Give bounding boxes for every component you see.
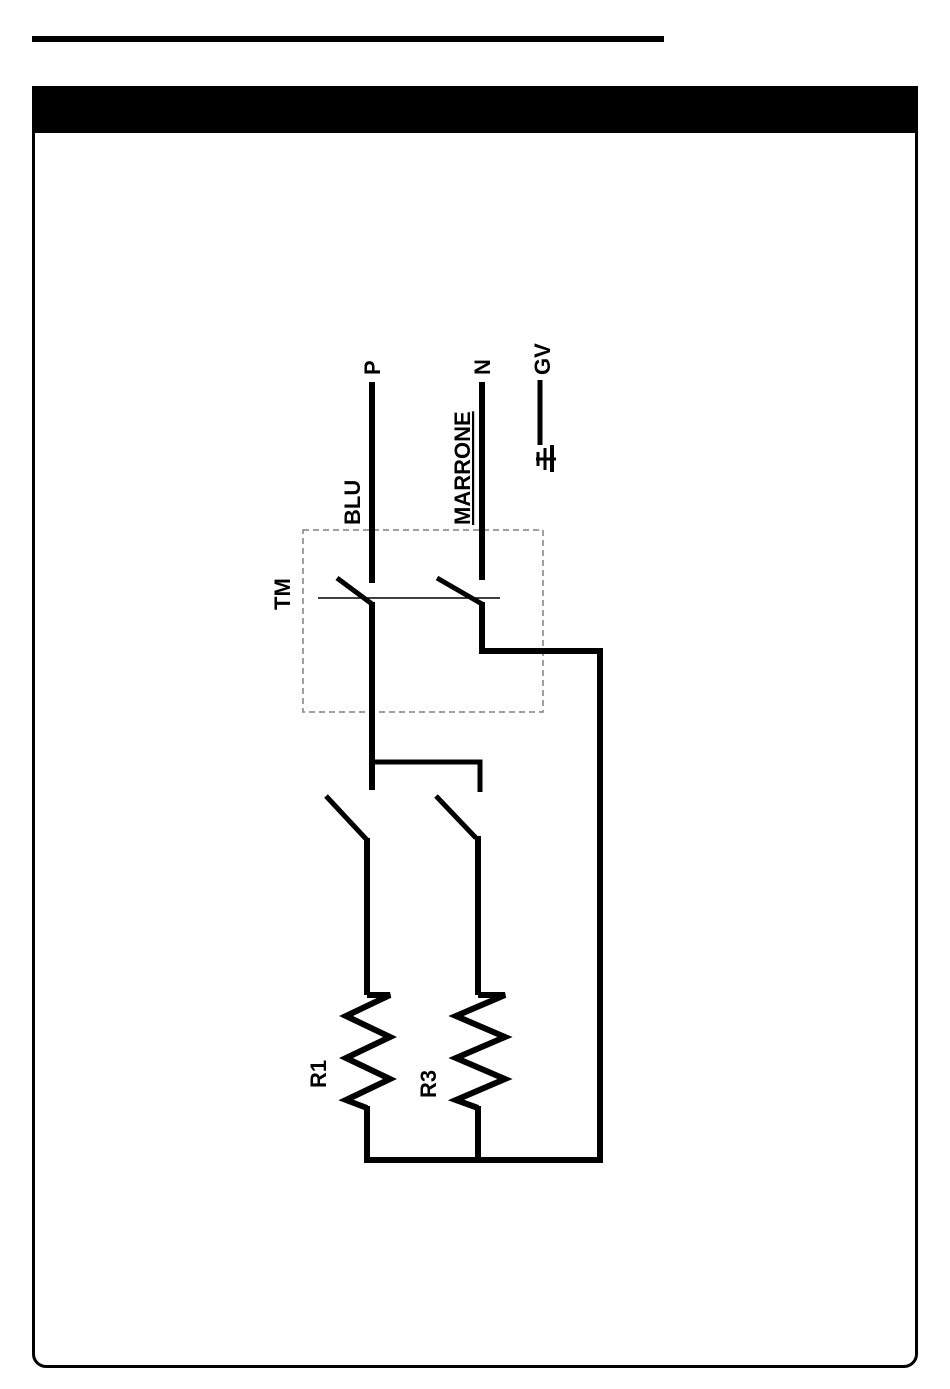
r3-resistor (456, 995, 505, 1108)
label-marrone: MARRONE (450, 411, 475, 525)
label-r3: R3 (416, 1070, 441, 1098)
label-n: N (470, 359, 495, 375)
label-blu: BLU (340, 480, 365, 525)
label-p: P (360, 360, 385, 375)
switch-contact-r3 (436, 796, 476, 838)
tm-contact-p (337, 578, 372, 604)
label-tm: TM (270, 578, 295, 610)
tm-dashed-enclosure (303, 530, 543, 712)
label-r1: R1 (306, 1060, 331, 1088)
ground-icon (536, 380, 556, 472)
bridge-wire (372, 762, 480, 792)
label-gv: GV (530, 343, 555, 375)
r1-resistor (346, 995, 390, 1108)
tm-contact-n (437, 578, 482, 604)
switch-contact-r1 (326, 796, 367, 840)
